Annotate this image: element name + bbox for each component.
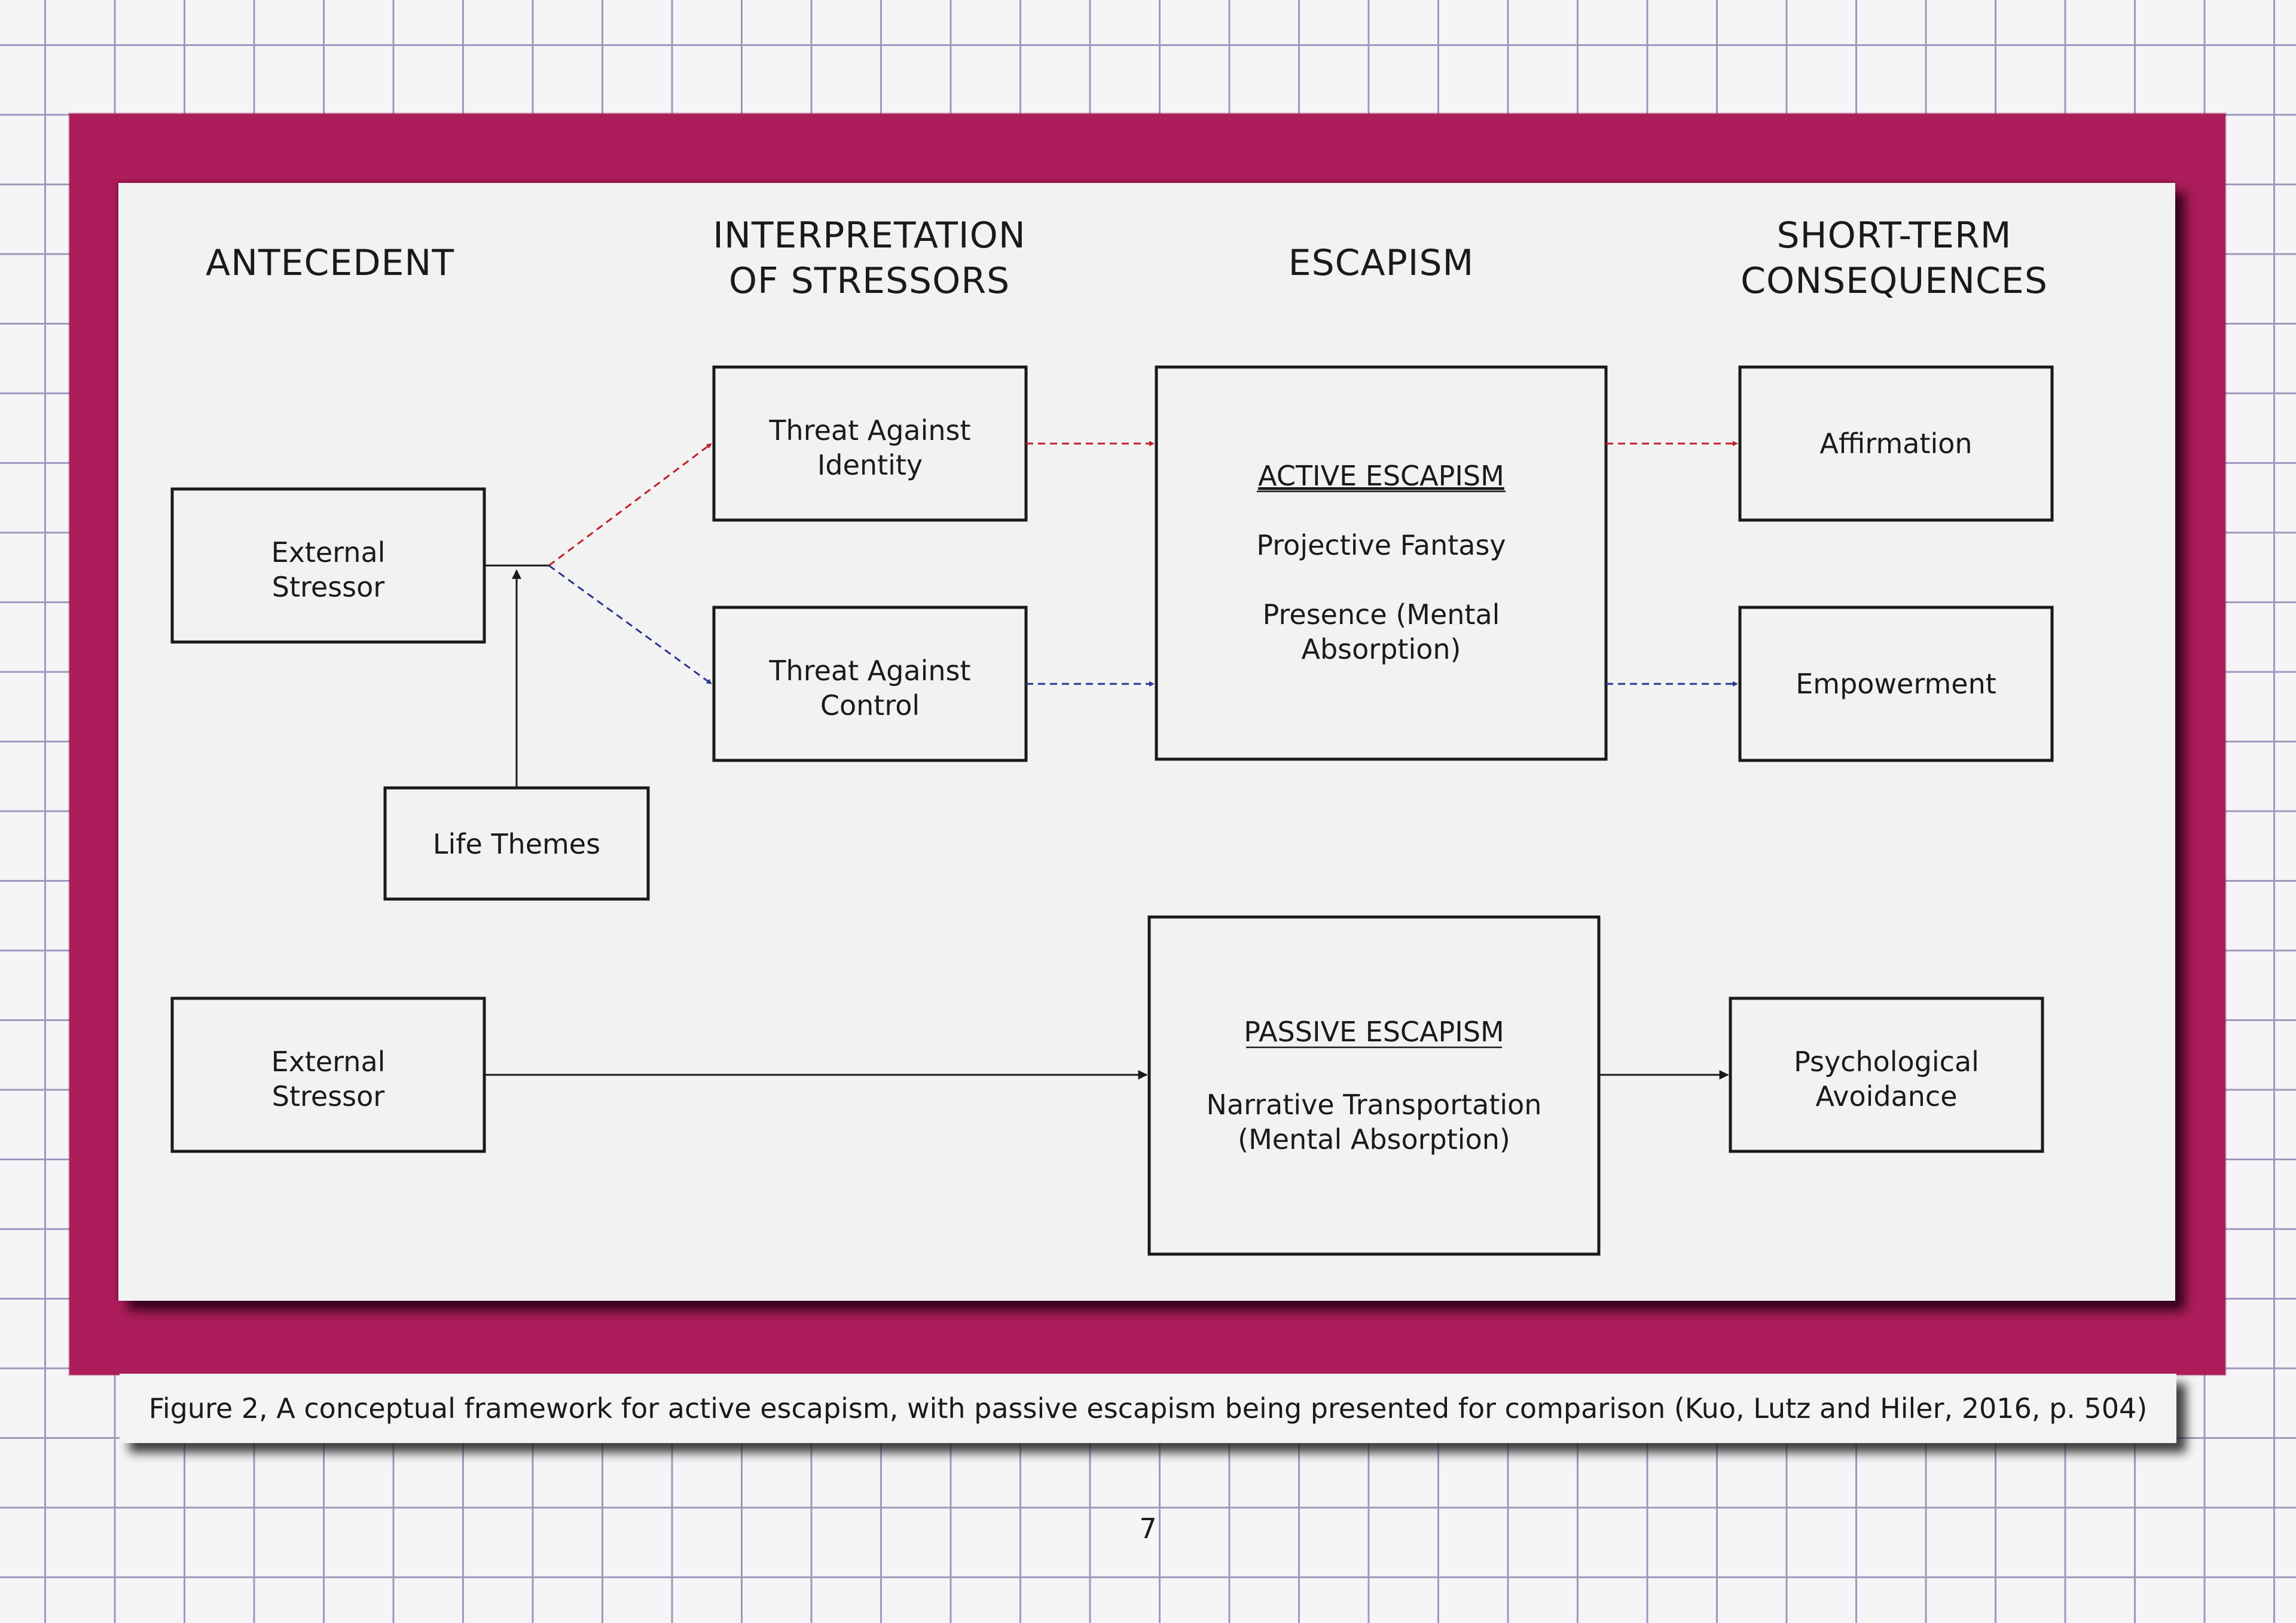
header-interpretation-line2: OF STRESSORS (729, 260, 1010, 302)
header-consequences-line2: CONSEQUENCES (1741, 260, 2048, 302)
threat-control-label-1: Threat Against (768, 655, 970, 687)
external-stressor-top-label-2: Stressor (272, 571, 385, 603)
active-escapism-item-2-line1: Presence (Mental (1263, 598, 1500, 631)
control-path-arrow (548, 564, 712, 685)
header-consequences-line1: SHORT-TERM (1776, 215, 2011, 256)
threat-control-label-2: Control (820, 689, 920, 722)
life-themes-label: Life Themes (433, 828, 600, 860)
figure-caption: Figure 2, A conceptual framework for act… (120, 1374, 2176, 1443)
active-escapism-title: ACTIVE ESCAPISM (1258, 460, 1504, 492)
external-stressor-bottom-label-1: External (271, 1046, 386, 1078)
psychological-avoidance-label-1: Psychological (1794, 1046, 1979, 1078)
active-escapism-box (1155, 365, 1608, 761)
affirmation-label: Affirmation (1819, 427, 1972, 460)
psychological-avoidance-box (1729, 997, 2044, 1153)
header-interpretation-line1: INTERPRETATION (713, 215, 1025, 256)
passive-escapism-item-line1: Narrative Transportation (1207, 1089, 1542, 1121)
passive-escapism-box (1147, 915, 1601, 1256)
passive-escapism-item-line2: (Mental Absorption) (1238, 1123, 1510, 1156)
page-number: 7 (1139, 1512, 1157, 1545)
active-escapism-item-1: Projective Fantasy (1256, 529, 1506, 561)
header-escapism: ESCAPISM (1289, 242, 1474, 284)
external-stressor-bottom-label-2: Stressor (272, 1080, 385, 1112)
threat-identity-label-2: Identity (817, 449, 923, 481)
affirmation-box (1738, 365, 2054, 522)
empowerment-box (1738, 606, 2054, 762)
header-antecedent: ANTECEDENT (206, 242, 454, 284)
external-stressor-top-label-1: External (271, 536, 386, 568)
diagram-sheet: ANTECEDENT INTERPRETATION OF STRESSORS E… (118, 183, 2175, 1301)
active-escapism-item-2-line2: Absorption) (1302, 633, 1461, 665)
empowerment-label: Empowerment (1796, 668, 1996, 700)
identity-path-arrow (548, 442, 712, 567)
threat-identity-label-1: Threat Against (768, 414, 970, 447)
passive-escapism-title: PASSIVE ESCAPISM (1244, 1016, 1504, 1048)
psychological-avoidance-label-2: Avoidance (1815, 1080, 1957, 1112)
escapism-framework-diagram: ANTECEDENT INTERPRETATION OF STRESSORS E… (170, 215, 2054, 1256)
